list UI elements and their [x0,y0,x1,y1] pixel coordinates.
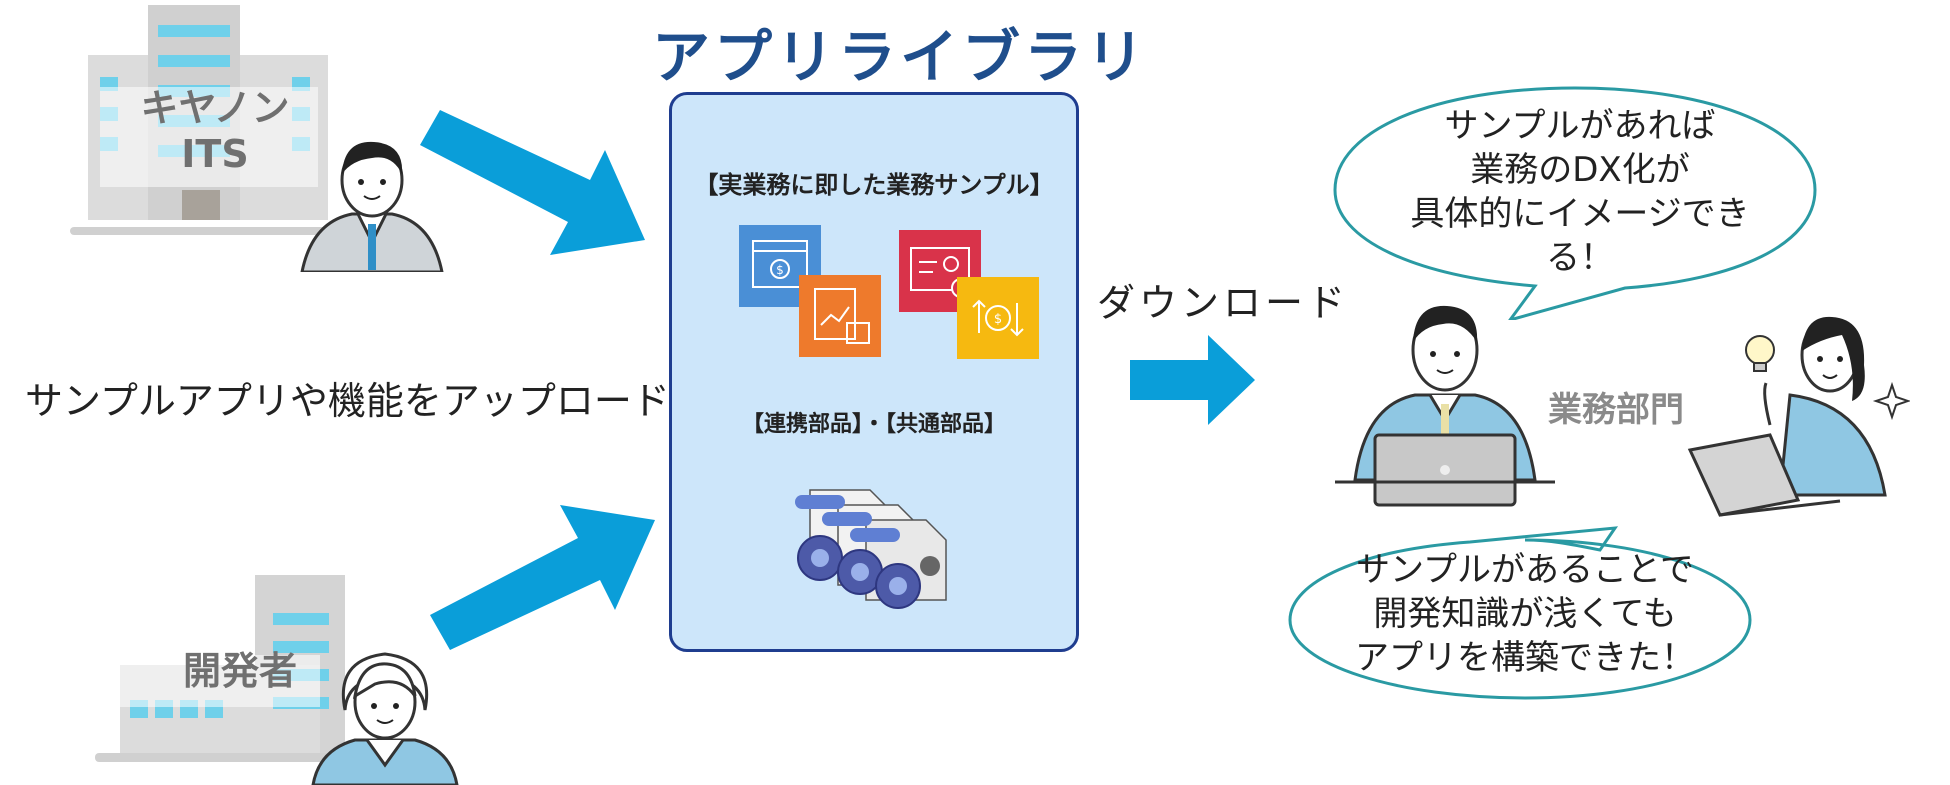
id-card-icon[interactable] [899,230,981,312]
developer-building-icon [95,575,350,762]
bubble-top-line-3: 具体的にイメージできる！ [1410,194,1750,278]
bubble-top-line-2: 業務のDX化が [1470,150,1690,190]
businessman-icon [300,141,444,272]
svg-text:$: $ [994,312,1002,327]
woman-laptop-icon [1687,316,1910,517]
currency-exchange-icon[interactable]: $ [957,277,1039,359]
bubble-bottom-text: サンプルがあることで 開発知識が浅くても アプリを構築できた！ [1330,548,1720,680]
bubble-top-line-1: サンプルがあれば [1444,106,1716,146]
svg-text:$: $ [776,263,784,277]
businesswoman-icon [311,652,459,785]
arrow-lower-icon [430,505,655,650]
sales-report-icon[interactable] [799,275,881,357]
developer-label: 開発者 [182,649,297,693]
bubble-bottom-line-1: サンプルがあることで [1356,550,1694,590]
app-library-panel: 【実業務に即した業務サンプル】 $ $ 【連携部品】・【共通部品】 [669,92,1079,652]
download-text: ダウンロード [1097,281,1350,325]
components-heading: 【連携部品】・【共通部品】 [741,412,1006,437]
gear-documents-icon[interactable] [790,480,970,620]
speech-bubble-bottom [1288,526,1752,700]
company-label: キヤノン ITS [140,86,290,176]
speech-bubble-top [1333,86,1817,320]
bubble-bottom-line-3: アプリを構築できた！ [1355,638,1695,678]
page-title: アプリライブラリ [651,23,1148,91]
bubble-bottom-line-2: 開発知識が浅くても [1373,594,1677,634]
man-laptop-icon [1335,305,1555,507]
arrow-upper-icon [420,110,645,255]
business-samples-heading: 【実業務に即した業務サンプル】 [694,171,1054,199]
bubble-top-text: サンプルがあれば 業務のDX化が 具体的にイメージできる！ [1400,104,1760,280]
company-building-icon [70,5,350,235]
department-label: 業務部門 [1548,390,1684,430]
download-arrow-icon [1130,335,1255,425]
upload-text: サンプルアプリや機能をアップロード [25,379,670,423]
